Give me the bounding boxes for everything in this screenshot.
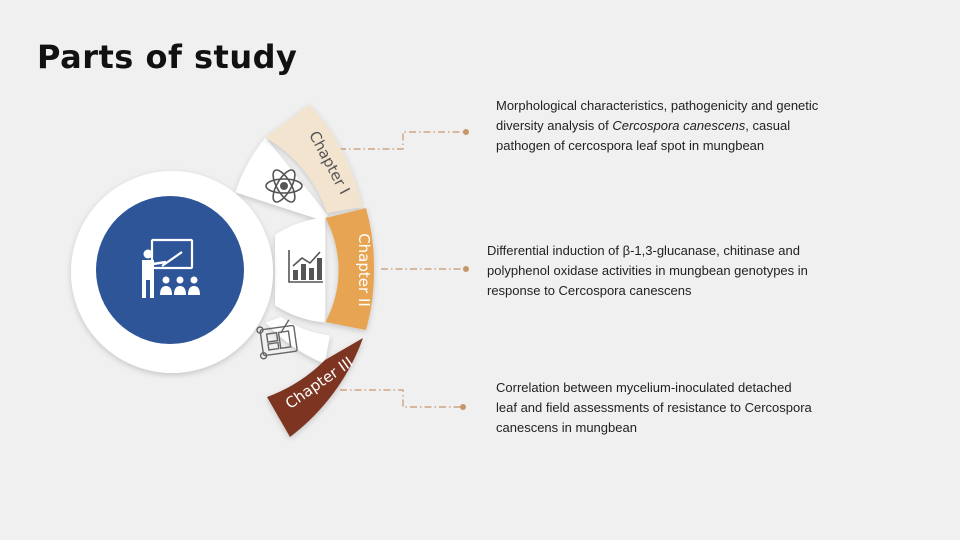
chapter-2-band[interactable] — [325, 208, 375, 330]
atom-icon — [265, 169, 303, 203]
segment-chapter-2[interactable] — [275, 217, 326, 323]
blueprint-icon — [256, 319, 298, 360]
bar-chart-icon — [288, 250, 323, 283]
connector-dot-1 — [463, 129, 469, 135]
chapter-3-description: Correlation between mycelium-inoculated … — [496, 380, 812, 435]
segment-chapter-3[interactable] — [265, 317, 331, 364]
connector-dot-3 — [460, 404, 466, 410]
chapter-3-band[interactable] — [267, 338, 363, 437]
connectors — [339, 131, 466, 408]
chapter-2-description: Differential induction of β-1,3-glucanas… — [487, 243, 808, 298]
connector-dot-2 — [463, 266, 469, 272]
chapter-1-band[interactable] — [265, 104, 363, 214]
chapter-1-description: Morphological characteristics, pathogeni… — [496, 98, 819, 153]
page-title: Parts of study — [37, 38, 298, 76]
connector-chapter-3 — [340, 389, 463, 408]
chapter-2-label: Chapter II — [355, 233, 373, 307]
center-circle[interactable] — [96, 196, 244, 344]
teacher-presentation-icon — [142, 238, 200, 298]
connector-chapter-1 — [339, 131, 466, 150]
